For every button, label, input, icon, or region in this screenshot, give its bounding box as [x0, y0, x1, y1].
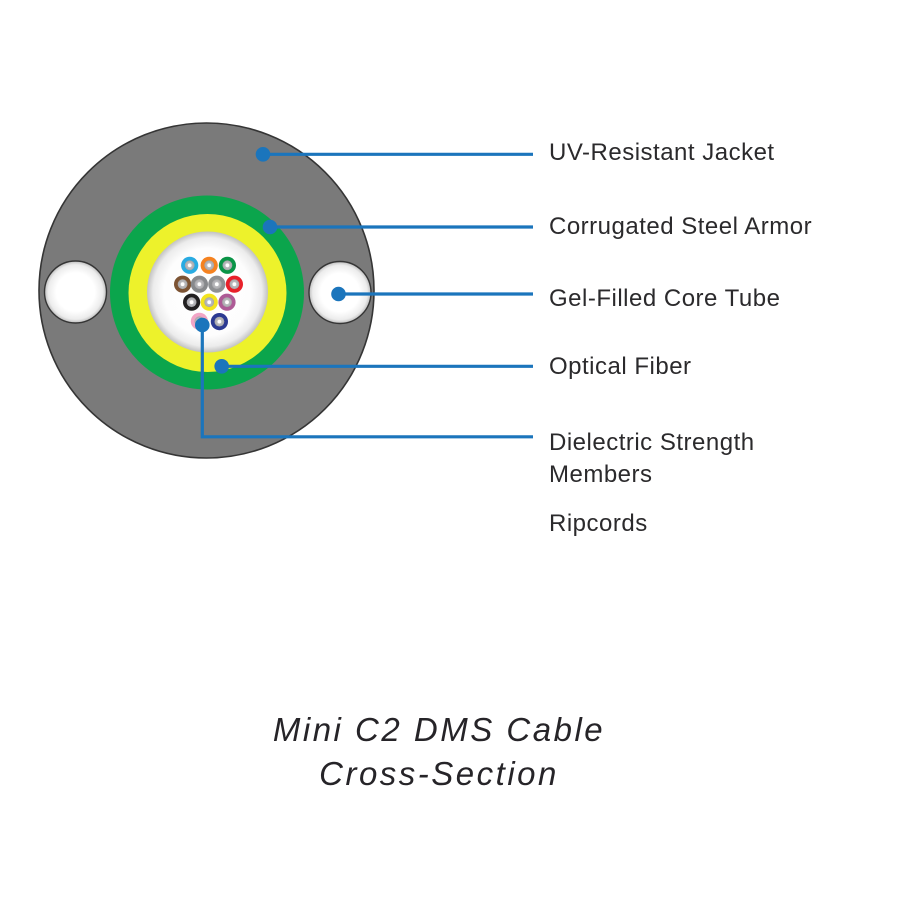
optical-fiber-bundle	[174, 256, 243, 331]
fiber-red	[225, 275, 243, 293]
fiber-white	[208, 275, 226, 293]
fiber-black	[183, 293, 201, 311]
label-uv-resistant-jacket: UV-Resistant Jacket	[549, 139, 775, 166]
leader-lines	[200, 152, 533, 439]
fiber-green	[218, 256, 236, 274]
label-gel-filled-core-tube: Gel-Filled Core Tube	[549, 285, 781, 312]
fiber-blue	[210, 313, 228, 331]
fiber-slate	[190, 275, 208, 293]
leader-dot-armor	[262, 219, 278, 235]
strength-member-left-circle	[43, 260, 108, 324]
leader-dot-core-tube	[331, 286, 346, 302]
label-optical-fiber: Optical Fiber	[549, 353, 692, 380]
leader-dot-optical-fiber	[214, 359, 229, 374]
label-corrugated-steel-armor: Corrugated Steel Armor	[549, 213, 813, 240]
label-ripcords: Ripcords	[549, 510, 648, 537]
leader-dot-jacket	[255, 147, 271, 162]
leader-dots	[195, 147, 346, 374]
fiber-brown	[174, 275, 192, 293]
leader-dot-strength-members	[195, 317, 210, 333]
label-dielectric-strength-members: Dielectric Strength Members	[549, 429, 755, 488]
fiber-aqua	[181, 256, 199, 274]
fiber-violet	[218, 293, 236, 311]
leader-line-strength-members	[200, 325, 533, 439]
figure-title-line1: Mini C2 DMS Cable	[272, 711, 606, 748]
gel-core-circle	[147, 231, 268, 353]
figure-title-line2: Cross-Section	[319, 755, 559, 792]
fiber-yellow	[200, 293, 218, 311]
fiber-orange	[200, 256, 218, 274]
figure-title: Mini C2 DMS Cable Cross-Section	[139, 708, 739, 796]
